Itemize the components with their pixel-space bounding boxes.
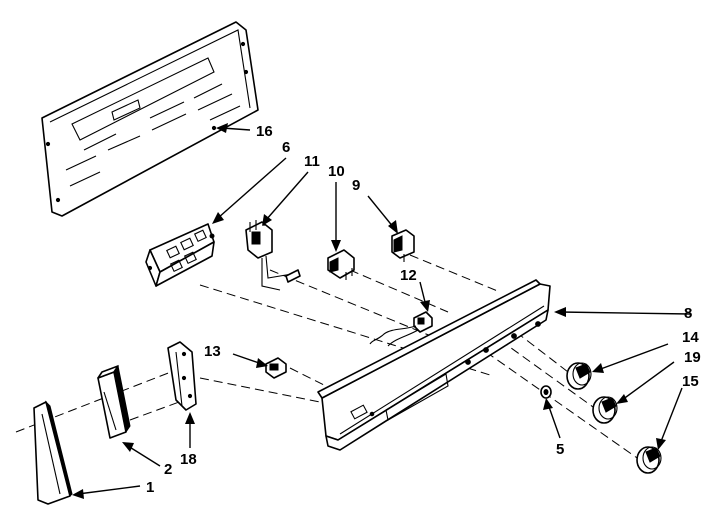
callout-10: 10: [328, 163, 345, 180]
callout-1: 1: [146, 479, 154, 496]
callout-18: 18: [180, 451, 197, 468]
switch-part-11: [245, 218, 301, 291]
control-console-part-8: [317, 279, 551, 451]
callout-12: 12: [400, 267, 417, 284]
callout-11: 11: [304, 153, 320, 170]
switch-part-10: [327, 249, 355, 280]
callout-labels: 16 6 11 10 9 12 13 8 14 19 15 5 18 2 1: [146, 123, 701, 496]
knob-part-19: [592, 396, 618, 424]
callout-15: 15: [682, 373, 699, 390]
callout-5: 5: [556, 441, 564, 458]
control-board-part-6: [145, 223, 215, 287]
end-cap-part-2: [97, 364, 131, 439]
callout-13: 13: [204, 343, 221, 360]
knob-part-14: [566, 362, 592, 390]
side-trim-part-1: [33, 400, 73, 505]
callout-6: 6: [282, 139, 290, 156]
callout-9: 9: [352, 177, 360, 194]
knob-part-15: [636, 446, 662, 474]
leader-lines: [72, 123, 691, 499]
rear-panel-part-16: [41, 21, 259, 217]
switch-part-13: [265, 357, 287, 379]
bracket-part-18: [167, 341, 197, 411]
alignment-lines: [15, 254, 641, 461]
harness-part-12: [369, 311, 433, 347]
switch-part-9: [391, 229, 415, 262]
callout-8: 8: [684, 305, 692, 322]
callout-16: 16: [256, 123, 273, 140]
callout-19: 19: [684, 349, 701, 366]
washer-part-5: [540, 385, 552, 399]
callout-2: 2: [164, 461, 172, 478]
callout-14: 14: [682, 329, 699, 346]
